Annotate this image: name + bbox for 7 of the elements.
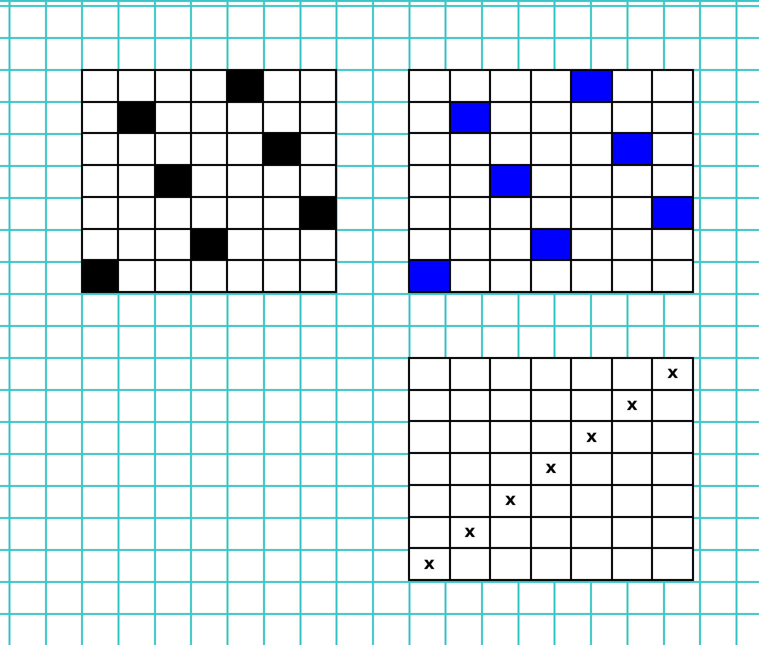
cell-mark: x [464, 524, 476, 541]
cell-mark: x [626, 397, 638, 414]
cell-mark: x [504, 492, 516, 510]
cell-mark: x [667, 365, 678, 382]
cell-mark: x [424, 556, 435, 573]
cell-mark: x [546, 460, 556, 478]
cell-mark: x [586, 428, 598, 446]
